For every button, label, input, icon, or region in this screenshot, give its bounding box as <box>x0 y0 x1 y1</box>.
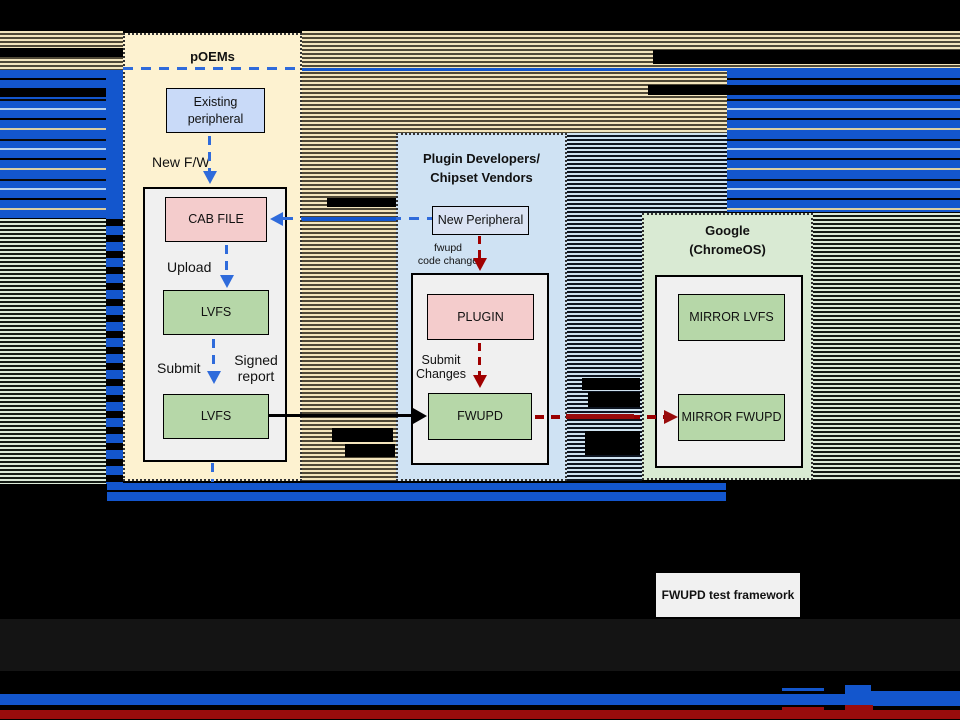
glitch-black-bar <box>648 85 960 95</box>
arrow-plugin-to-fwupd-line <box>478 343 481 375</box>
glitch-blue-line-top <box>302 68 960 71</box>
arrow-newperiph-to-plugin-head <box>473 258 487 271</box>
group-poems-title: pOEMs <box>190 49 235 64</box>
glitch-blue-dash-column <box>106 226 123 484</box>
glitch-stripes-lightblue-above-google <box>642 133 727 213</box>
glitch-black-bar <box>588 392 640 407</box>
node-fwupd-test-framework: FWUPD test framework <box>656 573 800 617</box>
node-existing-peripheral: Existing peripheral <box>166 88 265 133</box>
node-mirror-fwupd: MIRROR FWUPD <box>678 394 785 441</box>
arrow-existing-to-cab-head <box>203 171 217 184</box>
glitch-gray-band <box>0 619 960 671</box>
glitch-stripes-lightblue-gap <box>567 133 642 481</box>
node-plugin: PLUGIN <box>427 294 534 340</box>
glitch-blue-bar-bottom <box>0 694 960 705</box>
glitch-blue-tick <box>782 688 824 691</box>
label-fwupd-code-change: fwupd code change <box>417 242 479 268</box>
arrow-plugin-to-fwupd-head <box>473 375 487 388</box>
group-google-title: Google (ChromeOS) <box>689 223 766 257</box>
glitch-black-bar <box>0 48 123 57</box>
label-upload: Upload <box>167 259 212 275</box>
node-cab-file: CAB FILE <box>165 197 267 242</box>
arrow-fwupd-to-mirror-glitch-solid <box>566 414 634 419</box>
poems-dashed-divider <box>123 67 302 70</box>
arrow-lvfs-to-fwupd-head <box>413 408 427 424</box>
glitch-black-bar <box>0 88 106 97</box>
arrow-newperiph-to-cab-glitch-solid <box>302 217 396 221</box>
glitch-blue-square <box>845 685 871 695</box>
arrow-existing-to-cab-line <box>208 136 211 171</box>
glitch-blue-column <box>106 70 123 219</box>
glitch-stripes-tan-above-plugin <box>396 70 727 133</box>
glitch-stripes-green-left <box>0 219 106 484</box>
arrow-newperiph-to-plugin-line <box>478 236 481 258</box>
arrow-fwupd-to-mirror-head <box>664 410 678 424</box>
glitch-red-bar-bottom <box>0 710 960 719</box>
glitch-blue-bar-mid-1 <box>107 483 726 490</box>
arrow-cab-to-lvfs-head <box>220 275 234 288</box>
glitch-black-bar <box>327 198 396 207</box>
poems-exit-dash <box>211 463 214 482</box>
glitch-black-bar <box>653 50 960 64</box>
node-lvfs-lower: LVFS <box>163 394 269 439</box>
glitch-black-bar <box>345 444 395 457</box>
glitch-black-bar <box>332 428 393 442</box>
glitch-blue-bar-mid-2 <box>107 492 726 501</box>
arrow-newperiph-to-cab-head <box>270 212 283 226</box>
label-new-fw: New F/W <box>152 154 210 170</box>
glitch-stripes-tan-mid-gap <box>302 70 396 481</box>
node-lvfs-upper: LVFS <box>163 290 269 335</box>
glitch-black-bar <box>585 431 640 455</box>
arrow-lvfs-to-lvfs-head <box>207 371 221 384</box>
node-mirror-lvfs: MIRROR LVFS <box>678 294 785 341</box>
label-submit: Submit <box>157 360 201 376</box>
label-signed-report: Signed report <box>234 352 278 384</box>
node-new-peripheral: New Peripheral <box>432 206 529 235</box>
node-fwupd: FWUPD <box>428 393 532 440</box>
glitch-red-tick <box>782 707 824 710</box>
glitch-stripes-green-right <box>813 213 960 480</box>
group-plugin-vendors-title: Plugin Developers/ Chipset Vendors <box>422 151 541 185</box>
arrow-lvfs-to-lvfs-line <box>212 339 215 371</box>
label-submit-changes: Submit Changes <box>415 353 467 381</box>
arrow-cab-to-lvfs-line <box>225 245 228 275</box>
glitch-black-bar <box>582 378 640 390</box>
arrow-lvfs-to-fwupd-line <box>269 414 413 417</box>
